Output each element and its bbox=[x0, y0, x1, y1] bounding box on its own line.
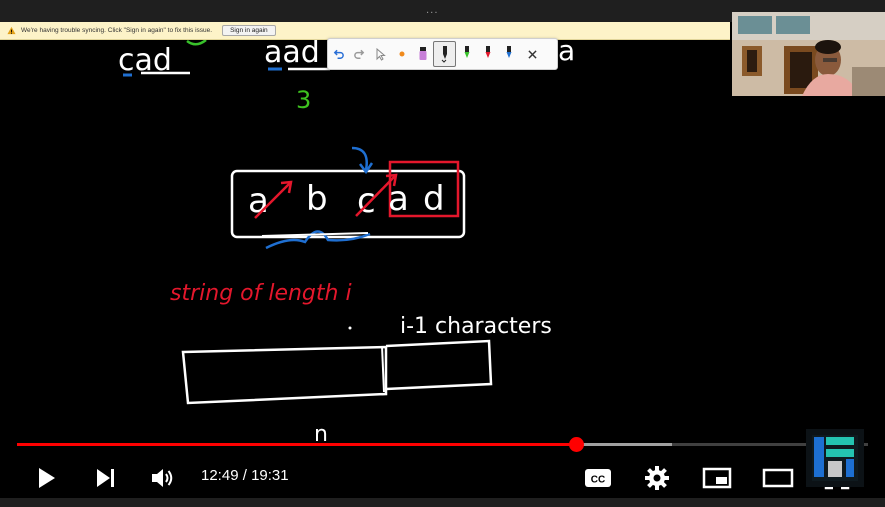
whiteboard-canvas: cad aad 3 a a b c a d string of length i… bbox=[118, 39, 575, 447]
char-b: b bbox=[306, 179, 328, 219]
warning-message: We're having trouble syncing. Click "Sig… bbox=[21, 27, 213, 34]
play-button[interactable] bbox=[30, 458, 62, 498]
green-number: 3 bbox=[296, 86, 311, 114]
pen-toolbar bbox=[327, 38, 558, 70]
play-icon bbox=[39, 468, 55, 488]
presenter-webcam bbox=[732, 12, 885, 96]
window-bottom-strip bbox=[0, 498, 885, 507]
miniplayer-icon bbox=[702, 467, 732, 489]
pen-white-icon[interactable] bbox=[433, 41, 456, 67]
word-aad: aad bbox=[264, 39, 320, 70]
prefix-rectangle bbox=[181, 345, 388, 405]
theater-icon bbox=[762, 468, 794, 488]
duration: 19:31 bbox=[251, 467, 289, 484]
drag-handle[interactable]: ··· bbox=[426, 8, 439, 19]
word-a: a bbox=[558, 39, 575, 67]
player-controls: 12:49 / 19:31 CC bbox=[0, 458, 885, 498]
scrubber-handle[interactable] bbox=[569, 437, 584, 452]
skip-next-icon bbox=[97, 469, 114, 487]
sign-in-again-button[interactable]: Sign in again bbox=[222, 25, 276, 36]
warning-icon bbox=[6, 25, 17, 36]
pen-red-icon[interactable] bbox=[477, 42, 498, 66]
suffix-rectangle bbox=[385, 339, 493, 391]
current-time: 12:49 bbox=[201, 467, 239, 484]
next-button[interactable] bbox=[88, 458, 122, 498]
string-box bbox=[230, 169, 466, 239]
pen-green-icon[interactable] bbox=[456, 42, 477, 66]
gear-icon bbox=[645, 466, 669, 490]
undo-icon[interactable] bbox=[328, 42, 349, 66]
pen-blue-icon[interactable] bbox=[498, 42, 519, 66]
char-c: c bbox=[357, 181, 376, 221]
white-label: i-1 characters bbox=[400, 314, 552, 339]
settings-button[interactable] bbox=[640, 458, 674, 498]
channel-watermark[interactable] bbox=[806, 429, 864, 487]
red-label: string of length i bbox=[170, 281, 352, 306]
redo-icon[interactable] bbox=[349, 42, 370, 66]
length-n-label: n bbox=[314, 422, 328, 447]
played-progress bbox=[17, 443, 576, 446]
captions-button[interactable]: CC bbox=[580, 458, 616, 498]
char-a2: a bbox=[388, 179, 409, 219]
volume-button[interactable] bbox=[146, 458, 180, 498]
time-separator: / bbox=[238, 467, 252, 484]
close-icon[interactable] bbox=[522, 42, 543, 66]
captions-icon: CC bbox=[585, 469, 611, 487]
laser-icon[interactable] bbox=[391, 42, 412, 66]
volume-icon bbox=[152, 469, 173, 487]
channel-logo-icon bbox=[812, 435, 858, 481]
svg-text:CC: CC bbox=[591, 475, 605, 486]
window-top-strip: ··· bbox=[0, 0, 885, 22]
time-display: 12:49 / 19:31 bbox=[201, 467, 289, 484]
suffix-highlight-box bbox=[388, 160, 460, 218]
seek-bar[interactable] bbox=[17, 437, 868, 452]
miniplayer-button[interactable] bbox=[700, 458, 734, 498]
char-d: d bbox=[423, 179, 445, 219]
theater-mode-button[interactable] bbox=[760, 458, 796, 498]
highlighter-icon[interactable] bbox=[412, 42, 433, 66]
select-icon[interactable] bbox=[370, 42, 391, 66]
